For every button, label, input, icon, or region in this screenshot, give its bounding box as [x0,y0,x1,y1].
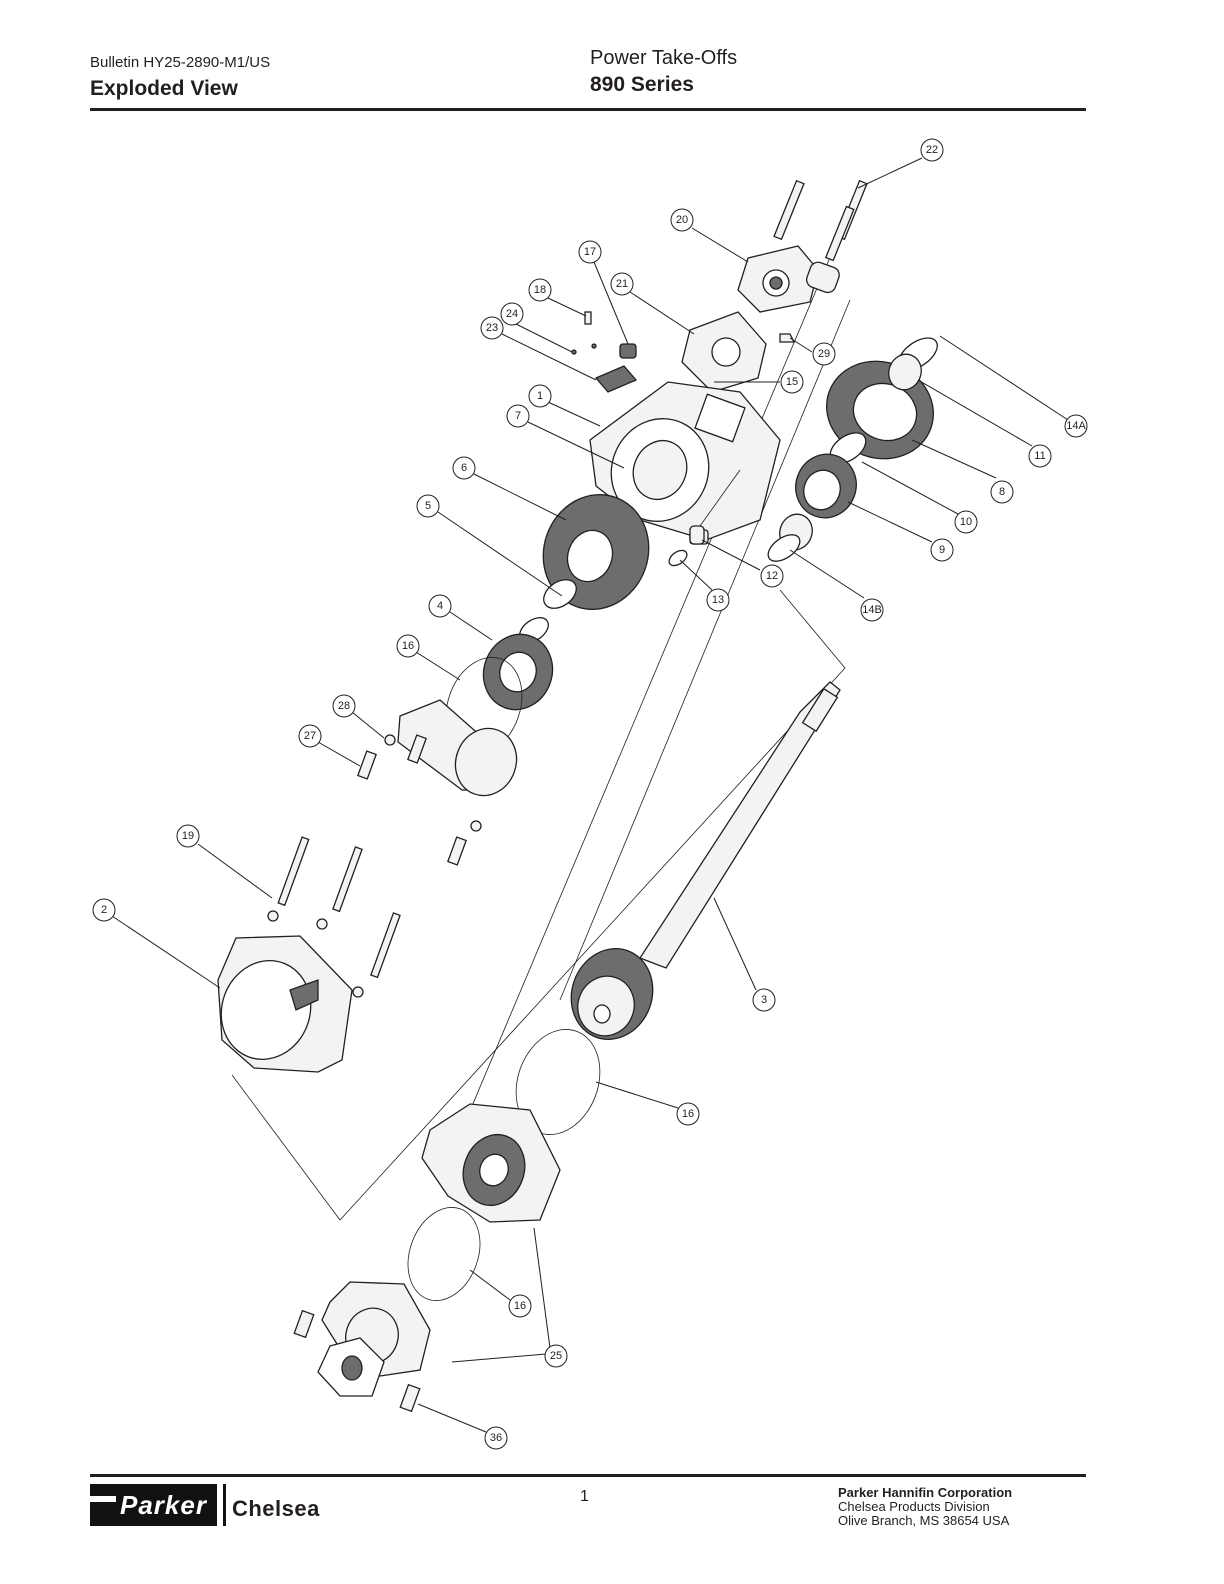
output-shaft [570,681,841,1040]
leader-lines [111,157,1069,1433]
callout: 16 [508,1294,532,1318]
callout-label: 9 [939,544,945,556]
company-address: Olive Branch, MS 38654 USA [838,1513,1010,1528]
section-title: Exploded View [90,77,238,100]
chelsea-logo: Chelsea [231,1496,320,1521]
callout-label: 20 [676,214,688,226]
callout-label: 14B [862,604,882,616]
bulletin-number: Bulletin HY25-2890-M1/US [90,54,271,71]
pump-adapter [293,1103,561,1413]
main-housing [589,381,781,545]
callout: 20 [670,208,694,232]
callout-label: 7 [515,410,521,422]
callout: 12 [760,564,784,588]
callout-label: 8 [999,486,1005,498]
callout-label: 16 [682,1108,694,1120]
callout-label: 18 [534,284,546,296]
callout-label: 21 [616,278,628,290]
product-line: Power Take-Offs [590,47,738,69]
callout: 23 [480,316,504,340]
callouts: 22 20 17 18 21 23 24 29 15 14A 1 7 11 8 … [92,138,1088,1450]
callout: 14B [860,598,884,622]
callout: 8 [990,480,1014,504]
idler-gear-set [767,337,938,562]
callout-label: 11 [1034,450,1045,462]
callout: 13 [706,588,730,612]
callout-label: 3 [761,994,767,1006]
callout: 14A [1064,414,1088,438]
callout-label: 27 [304,730,316,742]
callout: 4 [428,594,452,618]
callout: 22 [920,138,944,162]
small-parts [571,311,796,393]
callout-label: 13 [712,594,724,606]
callout-label: 16 [514,1300,526,1312]
company-name: Parker Hannifin Corporation [838,1485,1013,1500]
callout-label: 19 [182,830,194,842]
callout: 28 [332,694,356,718]
callout: 18 [528,278,552,302]
callout-label: 25 [550,1350,562,1362]
callout-label: 22 [926,144,938,156]
callout-label: 36 [490,1432,502,1444]
callout: 16 [676,1102,700,1126]
main-gear [542,494,705,610]
header-right: Power Take-Offs 890 Series [590,46,737,98]
series-title: 890 Series [590,73,694,96]
callout: 2 [92,898,116,922]
callout-label: 15 [786,376,798,388]
page-number: 1 [580,1488,589,1505]
header-rule [90,108,1086,111]
callout: 29 [812,342,836,366]
callout: 17 [578,240,602,264]
callout-label: 23 [486,322,498,334]
callout: 9 [930,538,954,562]
callout: 5 [416,494,440,518]
callout: 10 [954,510,978,534]
callout-label: 16 [402,640,414,652]
flange-bolts [357,734,482,866]
callout: 36 [484,1426,508,1450]
callout: 6 [452,456,476,480]
bearing-flange [397,617,554,797]
company-division: Chelsea Products Division [838,1499,990,1514]
callout-label: 12 [766,570,778,582]
callout: 21 [610,272,634,296]
top-bolts [773,179,868,262]
long-bolts [267,836,401,998]
callout: 1 [528,384,552,408]
callout-label: 5 [425,500,431,512]
callout-label: 29 [818,348,830,360]
callout: 27 [298,724,322,748]
callout: 3 [752,988,776,1012]
callout-label: 2 [101,904,107,916]
callout-label: 14A [1066,420,1086,432]
callout: 11 [1028,444,1052,468]
callout-label: 17 [584,246,596,258]
adapter-housing [217,935,353,1073]
header-left: Bulletin HY25-2890-M1/US Exploded View [90,54,270,102]
callout-label: 24 [506,308,518,320]
callout-label: 1 [537,390,543,402]
cover-assembly [681,245,840,393]
footer-rule [90,1474,1086,1477]
callout-label: 4 [437,600,443,612]
callout: 25 [544,1344,568,1368]
assembly-guide-lines [231,209,851,1221]
callout: 24 [500,302,524,326]
callout-label: 10 [960,516,972,528]
parker-logo: Parker [90,1484,217,1526]
callout: 19 [176,824,200,848]
callout: 16 [396,634,420,658]
callout: 7 [506,404,530,428]
callout-label: 28 [338,700,350,712]
callout: 15 [780,370,804,394]
company-info: Parker Hannifin Corporation Chelsea Prod… [838,1486,1012,1528]
logo-divider [222,1484,226,1526]
callout-label: 6 [461,462,467,474]
parker-chelsea-logo: Parker Chelsea [90,1484,320,1526]
